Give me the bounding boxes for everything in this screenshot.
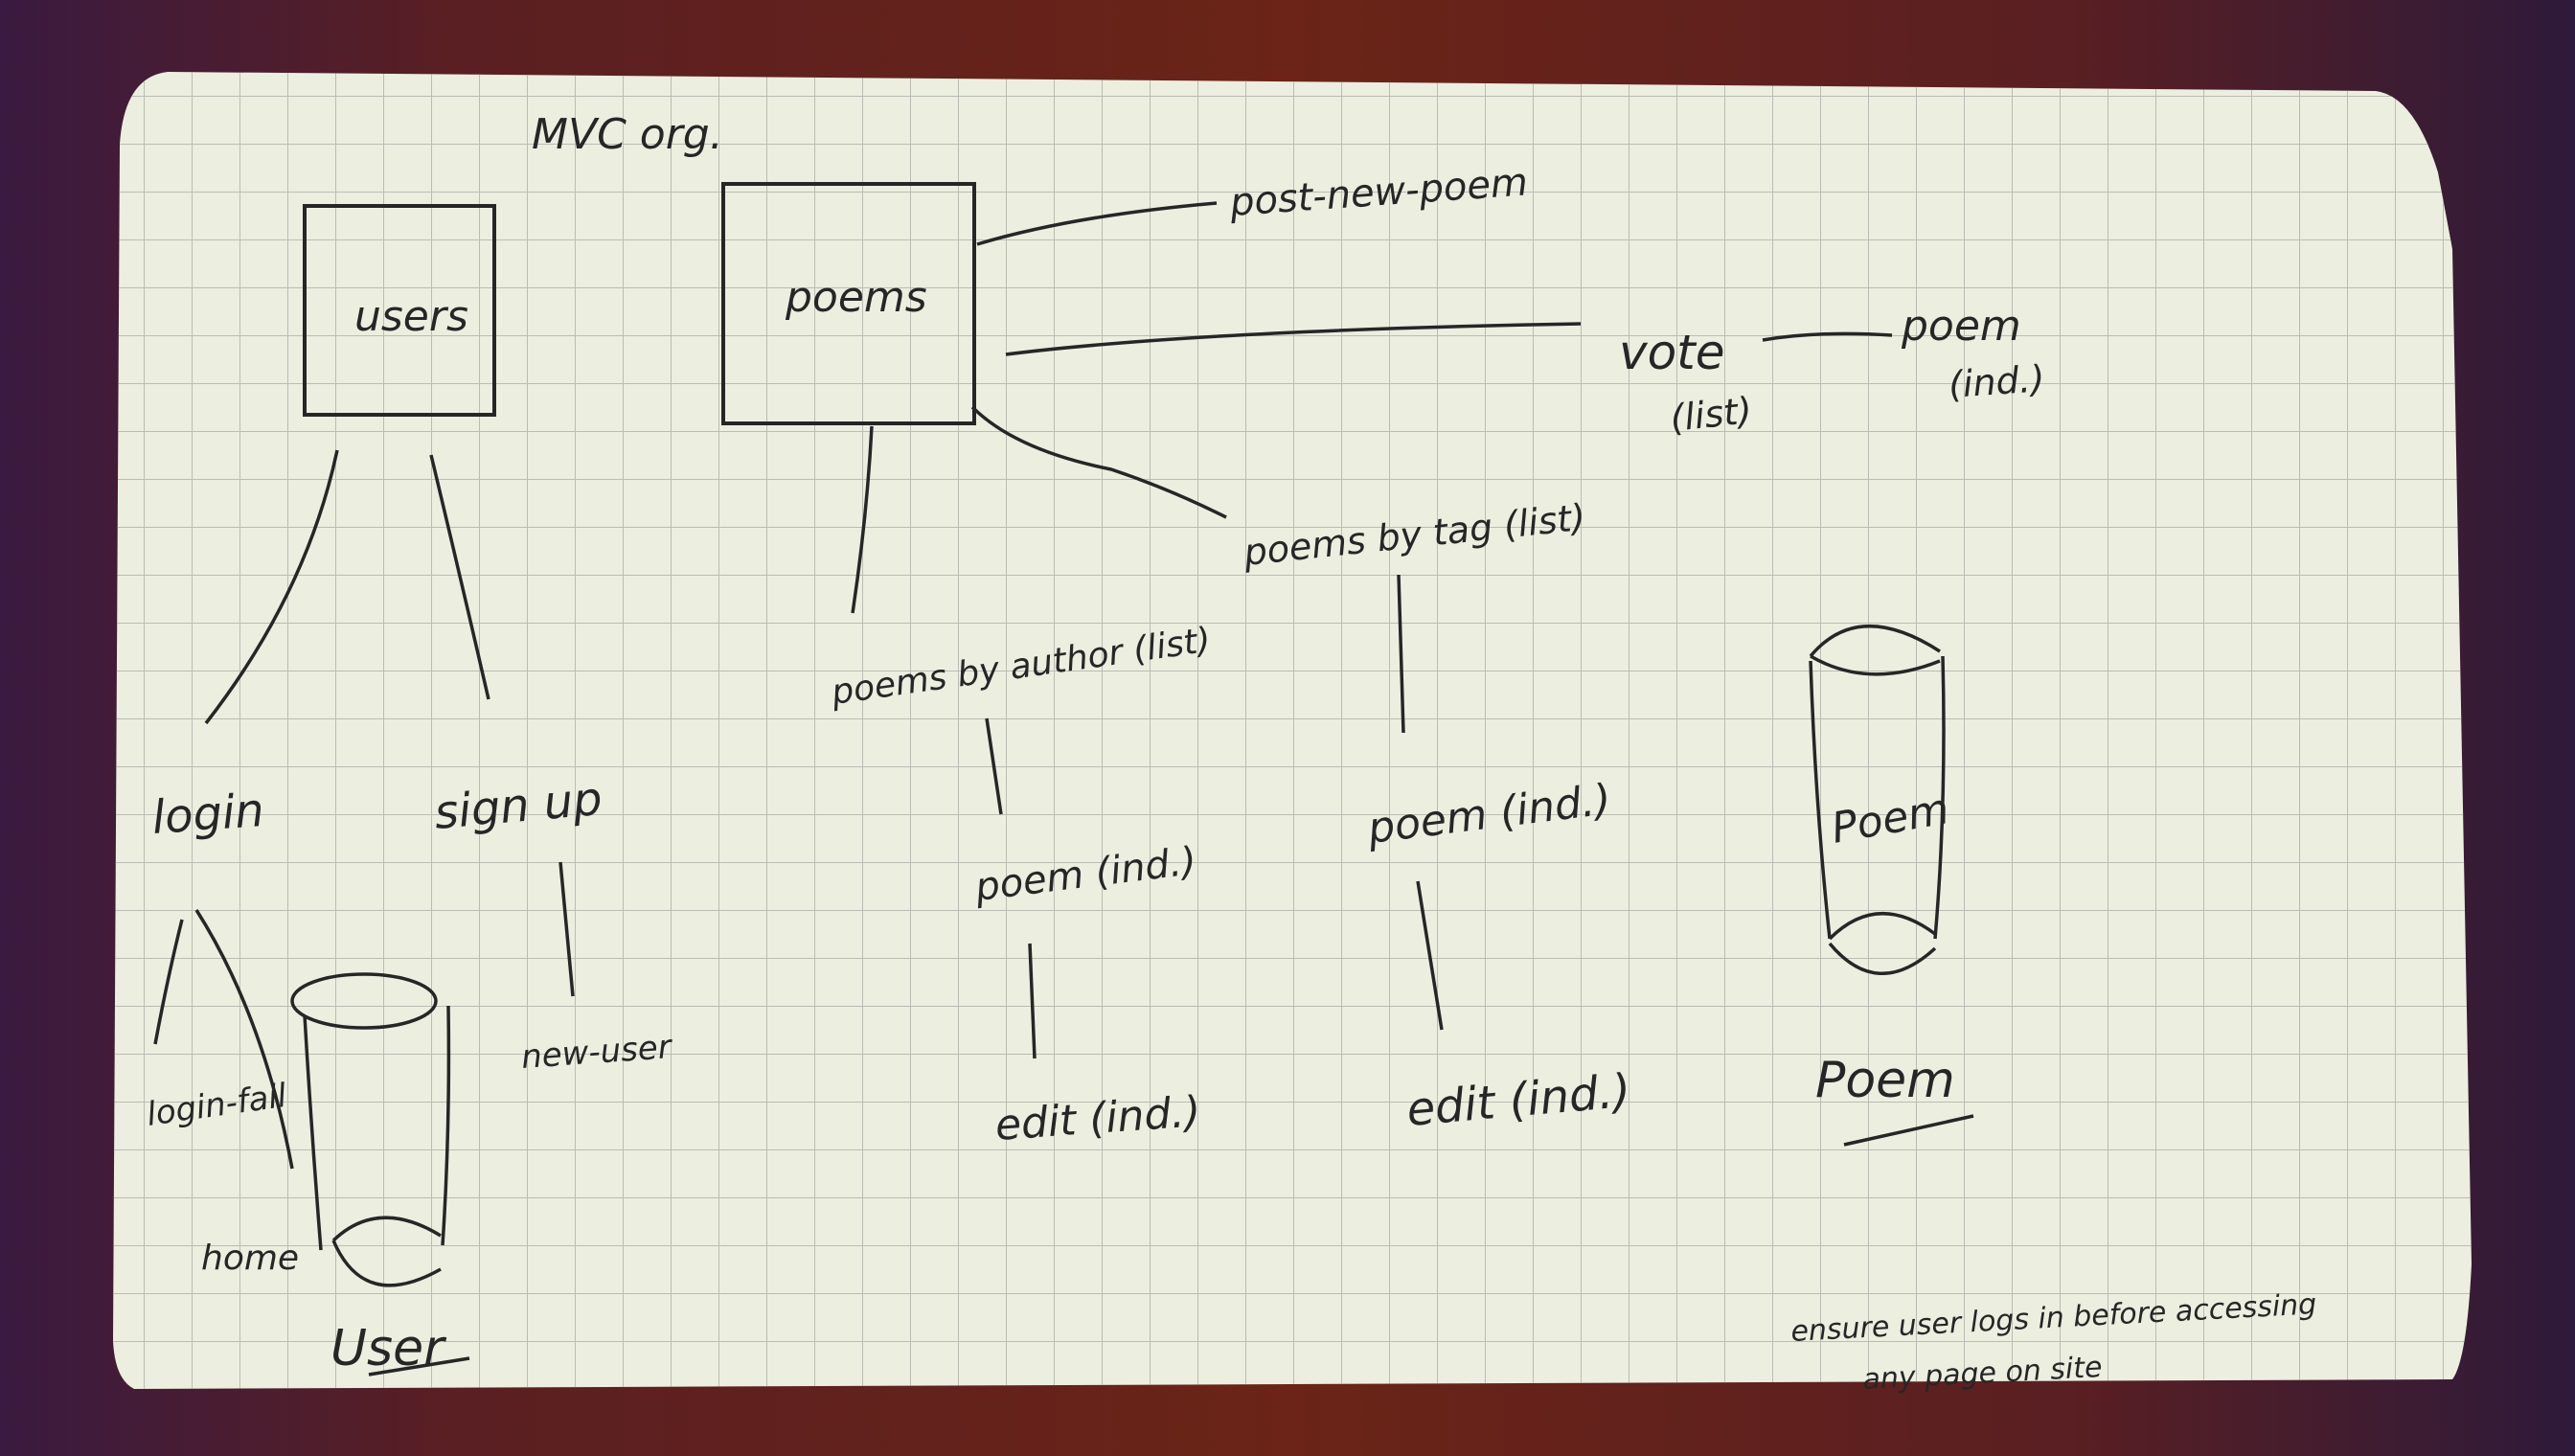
poem-ind-top-sub-label: (ind.) [1948, 357, 2046, 406]
poem-ind-top-label: poem [1901, 302, 2021, 351]
login-label: login [150, 784, 266, 845]
login-to-loginfail-line-left [153, 919, 184, 1045]
poems-box-label: poems [785, 273, 927, 322]
poem-model-caption: Poem [1815, 1052, 1955, 1109]
vote-label: vote [1619, 325, 1725, 380]
poems-to-vote-line [1005, 322, 1582, 356]
home-label: home [201, 1239, 299, 1278]
poems-to-poems-by-tag-line [970, 405, 1227, 519]
user-model-caption: User [330, 1320, 447, 1377]
users-box-label: users [354, 292, 468, 341]
vote-list-label: (list) [1668, 389, 1754, 440]
poems-to-post-new-poem-line [976, 201, 1218, 246]
by-tag-to-poem-ind-line [1397, 574, 1405, 734]
poems-to-poems-by-author-line [851, 425, 874, 614]
poems-box: poems [721, 182, 976, 425]
user-model-caption-underline [368, 1356, 470, 1376]
login-to-loginfail-line-right [194, 909, 294, 1170]
signup-to-newuser-line [558, 861, 575, 997]
connectors [153, 201, 1893, 1170]
user-model-cylinder [290, 972, 451, 1287]
paper-sheet [113, 72, 2472, 1389]
vote-to-poem-ind-line [1762, 331, 1893, 342]
poem-model-cylinder [1809, 624, 1946, 975]
users-box: users [303, 204, 496, 417]
users-to-signup-line [429, 454, 490, 700]
users-to-login-line [204, 449, 339, 725]
poem-ind-to-edit-ind-line-right [1416, 880, 1444, 1031]
by-author-to-poem-ind-line [985, 717, 1003, 815]
poem-model-caption-underline [1843, 1114, 1974, 1147]
poem-ind-to-edit-ind-line-left [1028, 943, 1037, 1059]
diagram-title: MVC org. [532, 110, 723, 159]
